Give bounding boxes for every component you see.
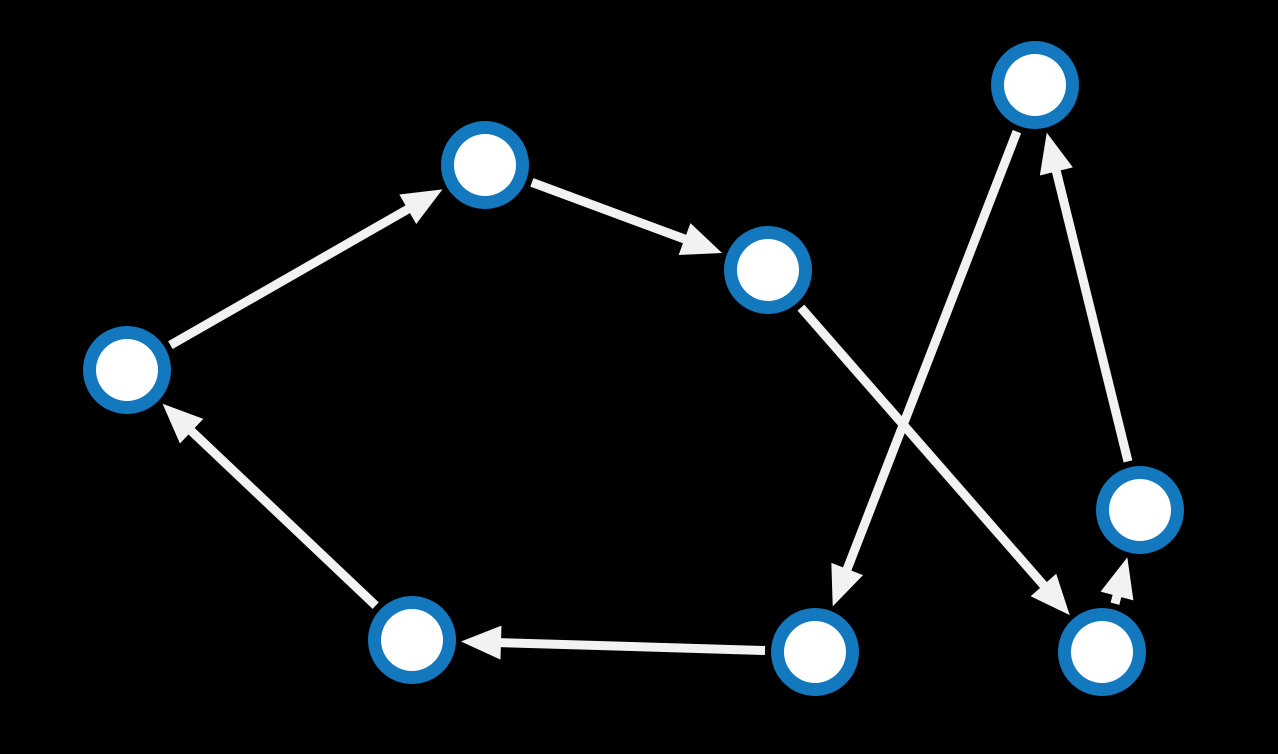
graph-node[interactable] <box>441 121 529 209</box>
edge-arrowhead-icon <box>460 625 502 660</box>
graph-edge <box>168 189 443 350</box>
edge-layer <box>162 129 1134 660</box>
edge-arrowhead-icon <box>1039 132 1073 176</box>
edge-arrowhead-icon <box>1100 557 1134 601</box>
graph-edge <box>1039 132 1133 463</box>
graph-node[interactable] <box>83 326 171 414</box>
graph-edge <box>831 129 1022 607</box>
edge-arrowhead-icon <box>678 223 723 255</box>
graph-edge <box>1100 557 1134 605</box>
edge-line <box>1050 164 1133 463</box>
node-core <box>454 134 516 196</box>
graph-node[interactable] <box>368 596 456 684</box>
node-core <box>1071 621 1133 683</box>
graph-edge <box>460 625 766 660</box>
edge-line <box>530 178 692 246</box>
edge-line <box>797 304 1051 593</box>
node-layer <box>83 41 1184 696</box>
node-core <box>784 621 846 683</box>
graph-edge <box>162 403 379 609</box>
graph-edge <box>530 178 723 255</box>
graph-edge <box>797 304 1070 616</box>
graph-node[interactable] <box>724 226 812 314</box>
edge-arrowhead-icon <box>831 562 864 607</box>
node-core <box>1109 479 1171 541</box>
edge-arrowhead-icon <box>162 403 204 444</box>
graph-node[interactable] <box>991 41 1079 129</box>
edge-arrowhead-icon <box>399 189 443 224</box>
graph-node[interactable] <box>1096 466 1184 554</box>
node-core <box>381 609 443 671</box>
graph-node[interactable] <box>771 608 859 696</box>
graph-node[interactable] <box>1058 608 1146 696</box>
edge-arrowhead-icon <box>1030 573 1070 616</box>
edge-line <box>494 637 766 656</box>
node-core <box>737 239 799 301</box>
edge-line <box>184 423 379 609</box>
edge-line <box>168 202 416 350</box>
edge-line <box>840 129 1022 577</box>
node-core <box>96 339 158 401</box>
node-core <box>1004 54 1066 116</box>
